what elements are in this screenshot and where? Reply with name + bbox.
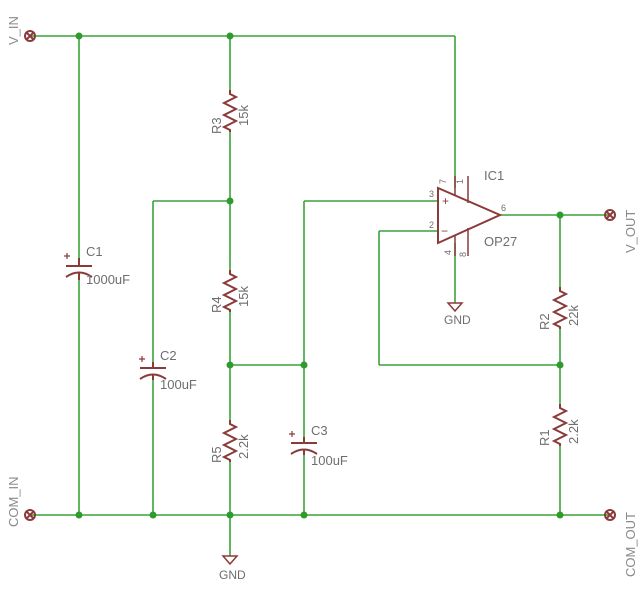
resistor-r3[interactable]: [221, 90, 239, 132]
junction: [149, 511, 157, 519]
pad-v-out[interactable]: [604, 209, 616, 221]
resistor-r1[interactable]: [551, 404, 569, 446]
ground-label-opamp: GND: [444, 313, 471, 327]
pad-ring: [24, 509, 36, 521]
r2-value: 22k: [566, 305, 581, 326]
junction: [556, 211, 564, 219]
c1-value: 1000uF: [86, 272, 130, 287]
junction: [300, 511, 308, 519]
c1-name: C1: [86, 244, 103, 259]
opamp-ic1[interactable]: + −: [437, 176, 503, 256]
ground-icon: [446, 302, 464, 313]
pad-cross: [25, 510, 35, 520]
pin-label-3: 3: [429, 189, 434, 199]
capacitor-c3[interactable]: [289, 431, 318, 455]
resistor-symbol: [221, 270, 239, 312]
junction: [556, 511, 564, 519]
capacitor-c2[interactable]: [139, 356, 167, 380]
r2-name: R2: [537, 313, 552, 330]
wires: [30, 35, 610, 556]
junction: [75, 511, 83, 519]
junction: [226, 197, 234, 205]
pad-cross: [605, 210, 615, 220]
resistor-r2[interactable]: [551, 287, 569, 329]
plus-icon: [64, 253, 70, 259]
junction: [75, 32, 83, 40]
r3-value: 15k: [236, 105, 251, 126]
pad-cross: [605, 510, 615, 520]
pad-ring: [24, 30, 36, 42]
ground-icon: [221, 555, 239, 566]
r3-name: R3: [209, 117, 224, 134]
junction: [226, 32, 234, 40]
pad-ring: [604, 209, 616, 221]
pin-label-4: 4: [443, 250, 453, 255]
junction: [226, 361, 234, 369]
opamp-value: OP27: [484, 234, 517, 249]
resistor-symbol: [221, 90, 239, 132]
ground-label-bottom: GND: [219, 568, 246, 582]
plus-icon: [139, 356, 145, 362]
port-label-v-in: V_IN: [6, 16, 21, 45]
pad-com-out[interactable]: [604, 509, 616, 521]
resistor-symbol: [551, 404, 569, 446]
port-label-v-out: V_OUT: [623, 210, 638, 253]
r1-name: R1: [537, 429, 552, 446]
r4-value: 15k: [236, 286, 251, 307]
resistor-r4[interactable]: [221, 270, 239, 312]
r5-name: R5: [209, 446, 224, 463]
port-label-com-out: COM_OUT: [623, 512, 638, 577]
plus-icon: [289, 431, 295, 437]
junction: [300, 361, 308, 369]
pin-label-8: 8: [458, 252, 468, 257]
opamp-minus-sign: −: [441, 224, 448, 238]
resistor-symbol: [551, 287, 569, 329]
junction: [226, 511, 234, 519]
junction: [556, 361, 564, 369]
r5-value: 2.2k: [236, 434, 251, 459]
r1-value: 2.2k: [566, 419, 581, 444]
pad-cross: [25, 31, 35, 41]
pad-com-in[interactable]: [24, 509, 36, 521]
resistor-symbol: [221, 420, 239, 462]
pin-label-7: 7: [438, 179, 448, 184]
opamp-name: IC1: [484, 168, 504, 183]
junctions: [75, 32, 564, 519]
pin-label-1: 1: [455, 179, 465, 184]
capacitor-c1[interactable]: [64, 253, 93, 280]
c3-name: C3: [311, 423, 328, 438]
ground-symbol-bottom: [221, 555, 239, 566]
ground-symbol-opamp: [446, 302, 464, 313]
pin-label-2: 2: [429, 220, 434, 230]
c3-value: 100uF: [311, 453, 348, 468]
opamp-triangle: [437, 186, 503, 245]
port-label-com-in: COM_IN: [6, 476, 21, 527]
c2-name: C2: [160, 348, 177, 363]
c2-value: 100uF: [160, 377, 197, 392]
resistor-r5[interactable]: [221, 420, 239, 462]
opamp-plus-sign: +: [442, 194, 449, 208]
r4-name: R4: [209, 296, 224, 313]
pin-label-6: 6: [501, 203, 506, 213]
pad-ring: [604, 509, 616, 521]
pad-v-in[interactable]: [24, 30, 36, 42]
